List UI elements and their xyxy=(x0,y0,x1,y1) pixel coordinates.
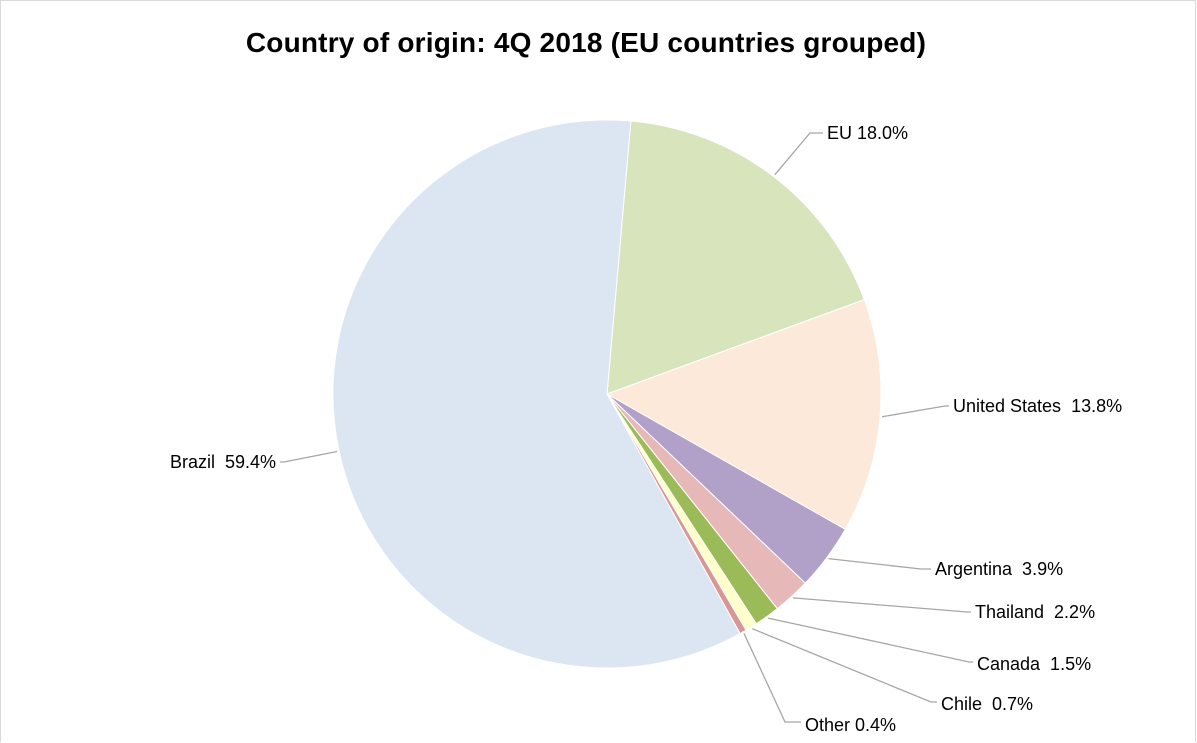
pie-slice-united-states xyxy=(605,299,882,530)
data-labels: EU 18.0% United States 13.8% Argentina 3.9… xyxy=(170,123,1122,735)
data-label-united-states: United States 13.8% xyxy=(953,396,1122,416)
leader-line-united-states xyxy=(881,405,949,418)
pie-slice-eu xyxy=(606,120,865,395)
data-label-canada: Canada 1.5% xyxy=(977,654,1091,674)
leader-line-other xyxy=(743,633,801,723)
leader-line-canada xyxy=(767,617,973,663)
data-label-brazil: Brazil 59.4% xyxy=(170,452,276,472)
chart-title: Country of origin: 4Q 2018 (EU countries… xyxy=(245,27,927,58)
leader-lines xyxy=(280,132,973,723)
leader-line-chile xyxy=(752,628,937,703)
leader-line-argentina xyxy=(828,557,931,570)
data-label-chile: Chile 0.7% xyxy=(941,694,1033,714)
leader-line-thailand xyxy=(793,597,971,613)
data-label-eu: EU 18.0% xyxy=(827,123,908,143)
leader-line-eu xyxy=(774,132,823,176)
pie-slices xyxy=(332,119,882,669)
leader-line-brazil xyxy=(280,450,338,463)
pie-slice-brazil xyxy=(332,119,741,669)
data-label-argentina: Argentina 3.9% xyxy=(935,559,1063,579)
data-label-thailand: Thailand 2.2% xyxy=(975,602,1095,622)
data-label-other: Other 0.4% xyxy=(805,715,896,735)
